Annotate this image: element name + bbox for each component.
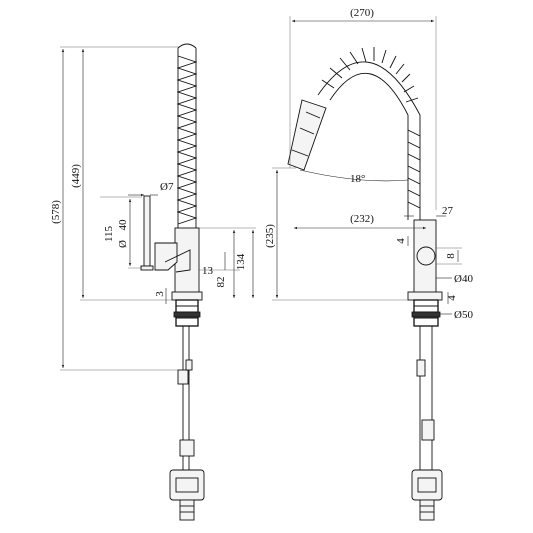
spring-coil-arc — [317, 47, 421, 220]
label-flange-diameter: 50 — [462, 309, 474, 321]
label-body-height: 115 — [103, 225, 115, 242]
label-27: 27 — [442, 205, 454, 217]
front-under-counter — [411, 299, 443, 521]
label-3: 3 — [154, 291, 166, 297]
dim-spout-height: (449) — [70, 49, 172, 301]
dim-4-left: 4 — [395, 236, 409, 246]
diameter-symbol: Ø — [454, 273, 462, 285]
label-8: 8 — [445, 253, 457, 259]
diameter-symbol: Ø — [117, 240, 129, 248]
label-angle: 18° — [350, 173, 365, 185]
dim-body-right: 13 82 134 — [199, 227, 256, 298]
dim-reach: (232) — [294, 213, 426, 230]
front-view: (270) 18° (232) 27 (235) 4 — [264, 7, 474, 521]
label-134: 134 — [235, 253, 247, 270]
faucet-body — [140, 195, 203, 301]
label-outlet-height: (235) — [264, 224, 276, 248]
spring-coil-vertical — [176, 43, 198, 230]
dim-27: 27 — [404, 205, 454, 217]
label-spout-height: (449) — [70, 164, 82, 188]
front-body — [407, 219, 443, 301]
dim-pipe-diameter: Ø 7 — [128, 181, 174, 197]
dim-total-height: (578) — [50, 46, 180, 371]
dim-base-diameter: Ø 40 — [436, 273, 474, 285]
label-4: 4 — [395, 238, 407, 244]
label-pipe-diameter: 7 — [168, 181, 174, 193]
label-reach: (232) — [350, 213, 374, 225]
label-total-height: (578) — [50, 200, 62, 224]
dim-4-right: 4 — [446, 292, 458, 304]
label-13: 13 — [202, 265, 214, 277]
label-base-diameter: 40 — [462, 273, 474, 285]
side-view: (578) (449) Ø 7 115 Ø 40 — [50, 43, 256, 521]
label-82: 82 — [215, 277, 227, 288]
spray-head — [287, 99, 327, 171]
dim-body-height: 115 Ø 40 — [100, 196, 142, 269]
dim-outlet-height: (235) — [264, 167, 408, 301]
dim-8: 8 — [436, 247, 462, 265]
dim-angle: 18° — [299, 169, 409, 185]
dim-3: 3 — [154, 288, 167, 304]
diameter-symbol: Ø — [454, 309, 462, 321]
dim-flange-diameter: Ø 50 — [440, 309, 474, 321]
label-body-diameter: 40 — [117, 219, 129, 231]
under-counter-fittings — [169, 299, 205, 521]
dim-spread: (270) — [289, 7, 437, 210]
label-4b: 4 — [446, 295, 458, 301]
diameter-symbol: Ø — [160, 181, 168, 193]
label-spread: (270) — [350, 7, 374, 19]
